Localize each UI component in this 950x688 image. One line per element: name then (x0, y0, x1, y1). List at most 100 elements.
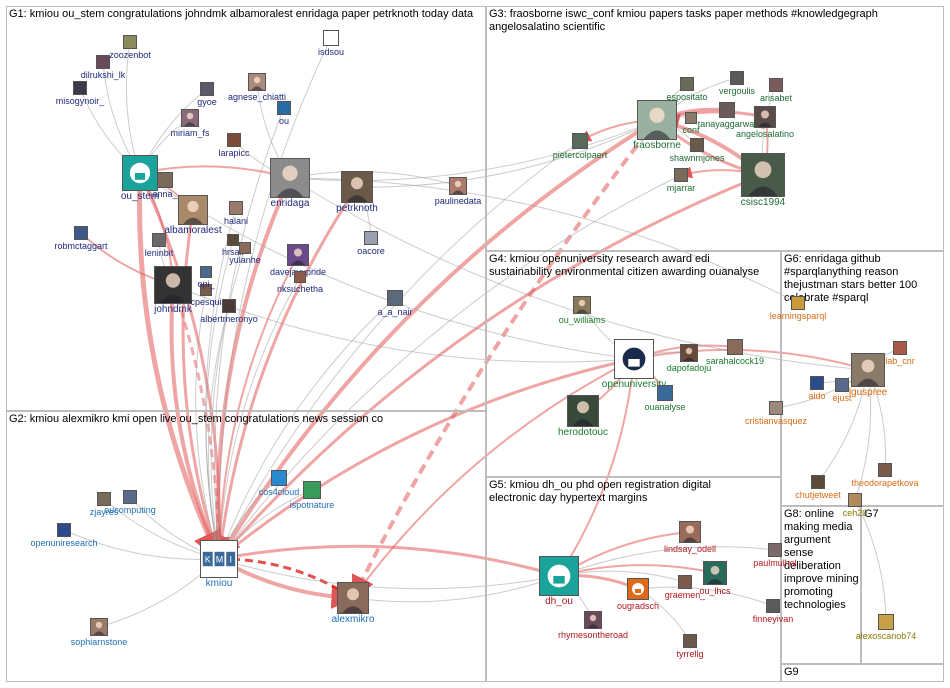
node-tanayaggarwal[interactable]: tanayaggarwal (698, 102, 756, 129)
node-label: agnese_chiatti (227, 92, 287, 102)
node-dapofadoju[interactable]: dapofadoju (667, 344, 711, 373)
profile-photo (277, 101, 291, 115)
node-lab-cnr[interactable]: lab_cnr (885, 341, 915, 366)
node-label: johndmk (154, 304, 192, 315)
node-openuniresearch[interactable]: openuniresearch (30, 523, 98, 548)
node-cpesquita[interactable]: cpesqui (190, 284, 222, 307)
node-miriam-fs[interactable]: miriam_fs (170, 109, 210, 138)
edge-alexmikro-dh_ou (352, 575, 560, 603)
node-csisc1994[interactable]: csisc1994 (741, 153, 785, 208)
node-misogynoir[interactable]: misogynoir_ (56, 81, 104, 106)
edge-enridaga-fraosborne (289, 119, 658, 182)
node-rhymesontheroad[interactable]: rhymesontheroad (558, 611, 628, 640)
node-pietercolpaert[interactable]: pietercolpaert (553, 133, 607, 160)
profile-photo (678, 575, 692, 589)
node-hrsaif[interactable]: hrsaif (222, 234, 244, 257)
node-sophiarnstone[interactable]: sophiarnstone (71, 618, 127, 647)
node-paulmulhol[interactable]: paulmulhol (753, 543, 797, 568)
node-label: openuniresearch (30, 538, 98, 548)
node-label: gyoe (197, 97, 217, 107)
node-nksuchetha[interactable]: nksuchetha (277, 271, 323, 294)
node-lindsay-odell[interactable]: lindsay_odell (664, 521, 716, 554)
node-ou-lhcs[interactable]: ou_lhcs (699, 561, 731, 596)
profile-photo (157, 172, 173, 188)
node-ouanalyse[interactable]: ouanalyse (644, 385, 686, 412)
node-zoozenbot[interactable]: zoozenbot (109, 35, 151, 60)
node-mjarrar[interactable]: mjarrar (667, 168, 695, 193)
edge-dh_ou-openuniversity (558, 357, 639, 577)
node-vergoulis[interactable]: vergoulis (719, 71, 755, 96)
node-halani[interactable]: halani (224, 201, 248, 226)
profile-photo (811, 475, 825, 489)
node-aldo[interactable]: aldo (808, 376, 826, 401)
node-zjayres[interactable]: zjayres (90, 492, 118, 517)
node-label: halani (223, 216, 249, 226)
node-ou[interactable]: ou (277, 101, 291, 126)
node-yulanhe[interactable]: yulanhe (229, 242, 261, 265)
node-cristianvasquez[interactable]: cristianvasquez (745, 401, 807, 426)
node-gyoe[interactable]: gyoe (197, 82, 217, 107)
group-g7-label: G7 (864, 508, 879, 520)
node-petrknoth[interactable]: petrknoth (336, 171, 378, 214)
node-ou-stem[interactable]: ou_stem (121, 155, 159, 202)
node-fraosborne[interactable]: fraosborne (633, 100, 681, 151)
node-label: sarahalcock19 (705, 356, 765, 366)
edge-fraosborne-alexmikro (351, 118, 659, 601)
node-ougradsch[interactable]: ougradsch (617, 578, 659, 611)
node-anna[interactable]: anna_ (152, 172, 178, 199)
node-label: robmctaggart (54, 241, 108, 251)
node-johndmk[interactable]: johndmk (154, 266, 192, 315)
node-oacore[interactable]: oacore (357, 231, 385, 256)
node-label: conf (682, 125, 700, 135)
node-label: shawnmjones (669, 153, 725, 163)
node-ispotnature[interactable]: ispotnature (290, 481, 334, 510)
node-larapicc[interactable]: larapicc (218, 133, 250, 158)
group-g5: G5: kmiou dh_ou phd open registration di… (486, 477, 781, 682)
edge-openuniversity-alexmikro (352, 358, 635, 599)
node-davejavupride[interactable]: davejavupride (270, 244, 326, 277)
node-enridaga[interactable]: enridaga (270, 158, 310, 209)
node-albertmeronyo[interactable]: albertmeronyo (200, 299, 258, 324)
node-isdsou[interactable]: isdsou (318, 30, 344, 57)
node-herodotouc[interactable]: herodotouc (558, 395, 608, 438)
profile-photo (294, 271, 306, 283)
node-robmctaggart[interactable]: robmctaggart (54, 226, 108, 251)
node-lguspree[interactable]: lguspree (849, 353, 887, 398)
node-theodorapetkova[interactable]: theodorapetkova (851, 463, 919, 488)
profile-photo (227, 234, 239, 246)
node-tyrrellg[interactable]: tyrrellg (676, 634, 704, 659)
node-paulinedata[interactable]: paulinedata (435, 177, 481, 206)
node-albamoralest[interactable]: albamoralest (164, 195, 222, 236)
node-a-a-nair[interactable]: a_a_nair (377, 290, 413, 317)
node-oucomputing[interactable]: oucomputing (104, 490, 156, 515)
node-esposito[interactable]: espositato (666, 77, 708, 102)
node-angelosalatino[interactable]: angelosalatino (736, 106, 794, 139)
node-ejust[interactable]: ejust (832, 378, 852, 403)
node-finneyivan[interactable]: finneyivan (753, 599, 793, 624)
node-sarahalcock19[interactable]: sarahalcock19 (706, 339, 764, 366)
profile-photo (703, 561, 727, 585)
profile-photo (73, 81, 87, 95)
node-shawnmjones[interactable]: shawnmjones (669, 138, 725, 163)
node-label: learningsparql (769, 311, 827, 321)
node-graemen[interactable]: graemen_ (665, 575, 705, 600)
node-ceh20[interactable]: ceh20 (843, 493, 867, 518)
node-label: arisabet (759, 93, 793, 103)
node-chutjetweet[interactable]: chutjetweet (795, 475, 841, 500)
node-cos4cloud[interactable]: cos4cloud (259, 470, 299, 497)
node-leninbit[interactable]: leninbit (145, 233, 173, 258)
node-alexmikro[interactable]: alexmikro (332, 582, 374, 625)
node-dilrukshi[interactable]: dilrukshi_lk (81, 55, 125, 80)
group-g3-label: G3: fraosborne iswc_conf kmiou papers ta… (489, 8, 878, 33)
node-dh-ou[interactable]: dh_ou (539, 556, 579, 607)
node-agnese[interactable]: agnese_chiatti (228, 73, 286, 102)
node-arisabet[interactable]: arisabet (760, 78, 792, 103)
node-opi[interactable]: opi_ (197, 266, 215, 289)
node-conf[interactable]: conf (682, 112, 700, 135)
node-alexoscanob74[interactable]: alexoscanob74 (856, 614, 916, 641)
node-learningsparql[interactable]: learningsparql (770, 296, 826, 321)
node-openuniversity[interactable]: openuniversity (602, 339, 666, 390)
node-ou-williams[interactable]: ou_williams (559, 296, 605, 325)
edge-petrknoth-kmiou (212, 186, 359, 561)
